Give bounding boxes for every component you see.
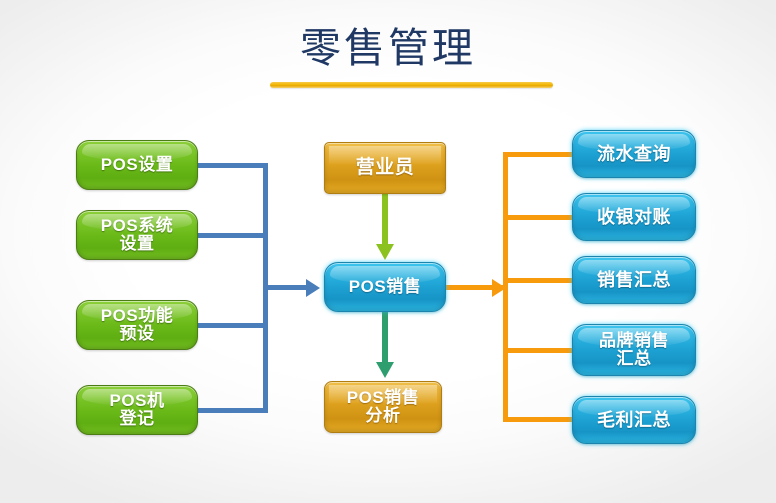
node-pos-setting-label: POS设置 (100, 155, 174, 175)
node-pos-setting[interactable]: POS设置 (76, 140, 198, 190)
node-gross-profit-summary[interactable]: 毛利汇总 (572, 396, 696, 444)
connector-left-stub-1 (196, 163, 268, 168)
node-flow-query-label: 流水查询 (597, 143, 671, 164)
connector-pos-sale-to-right-bus (446, 285, 506, 290)
arrow-clerk-to-pos-sale-head (376, 244, 394, 260)
arrow-left-to-pos-sale-head (306, 278, 320, 297)
arrow-pos-sale-to-right-head (492, 278, 506, 297)
node-cashier-reconciliation-label: 收银对账 (597, 206, 671, 227)
connector-left-stub-2 (196, 233, 268, 238)
connector-pos-sale-to-analysis (382, 312, 388, 364)
node-flow-query[interactable]: 流水查询 (572, 130, 696, 178)
node-pos-sale-analysis-label: POS销售 分析 (346, 388, 420, 425)
connector-right-bus (503, 152, 508, 422)
node-sales-summary-label: 销售汇总 (597, 269, 671, 290)
node-cashier-reconciliation[interactable]: 收银对账 (572, 193, 696, 241)
node-pos-sale-label: POS销售 (348, 277, 422, 297)
node-pos-machine-register-label: POS机 登记 (109, 391, 165, 428)
connector-left-stub-3 (196, 323, 268, 328)
connector-left-stub-4 (196, 408, 268, 413)
node-gross-profit-summary-label: 毛利汇总 (597, 409, 671, 430)
node-sales-summary[interactable]: 销售汇总 (572, 256, 696, 304)
node-pos-function-preset[interactable]: POS功能 预设 (76, 300, 198, 350)
arrow-pos-sale-to-analysis-head (376, 362, 394, 378)
connector-right-stub-2 (503, 215, 575, 220)
node-pos-function-preset-label: POS功能 预设 (100, 306, 174, 343)
node-pos-sale[interactable]: POS销售 (324, 262, 446, 312)
page-title: 零售管理 (300, 25, 476, 71)
node-pos-system-setting-label: POS系统 设置 (100, 216, 174, 253)
node-pos-sale-analysis[interactable]: POS销售 分析 (324, 381, 442, 433)
connector-clerk-to-pos-sale (382, 194, 388, 246)
connector-right-stub-4 (503, 348, 575, 353)
connector-left-to-pos-sale (263, 285, 308, 290)
node-brand-sales-summary[interactable]: 品牌销售 汇总 (572, 324, 696, 376)
node-clerk-label: 营业员 (355, 157, 415, 179)
connector-right-stub-3 (503, 278, 575, 283)
connector-right-stub-5 (503, 417, 575, 422)
node-pos-machine-register[interactable]: POS机 登记 (76, 385, 198, 435)
node-pos-system-setting[interactable]: POS系统 设置 (76, 210, 198, 260)
node-clerk[interactable]: 营业员 (324, 142, 446, 194)
node-brand-sales-summary-label: 品牌销售 汇总 (599, 331, 669, 368)
title-underline-rule (270, 82, 553, 88)
connector-right-stub-1 (503, 152, 575, 157)
